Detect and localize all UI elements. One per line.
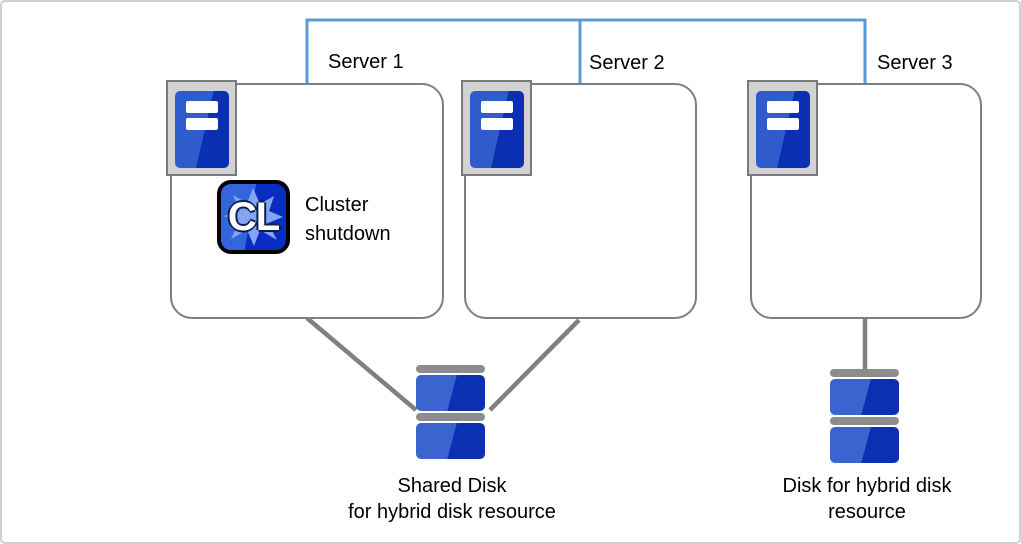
shared-disk-label-line2: for hybrid disk resource xyxy=(348,501,556,523)
server-drive-bay-icon xyxy=(481,118,513,130)
server2-disk-link xyxy=(488,318,581,412)
disk-cap-icon xyxy=(830,417,899,425)
disk-platter-icon xyxy=(830,379,899,415)
hybrid-disk-icon xyxy=(830,369,899,465)
shared-disk-label: Shared Disk for hybrid disk resource xyxy=(322,473,582,525)
disk-platter-icon xyxy=(416,423,485,459)
hybrid-disk-label: Disk for hybrid disk resource xyxy=(747,473,987,525)
server2-icon xyxy=(461,80,532,176)
cluster-status-line2: shutdown xyxy=(305,223,391,245)
server-tower-icon xyxy=(175,91,229,168)
disk-platter-icon xyxy=(416,375,485,411)
interconnect-line xyxy=(305,18,867,84)
server-drive-bay-icon xyxy=(767,101,799,113)
server-drive-bay-icon xyxy=(481,101,513,113)
hybrid-disk-label-line2: resource xyxy=(828,501,906,523)
disk-cap-icon xyxy=(830,369,899,377)
disk-cap-icon xyxy=(416,413,485,421)
server1-icon xyxy=(166,80,237,176)
disk-cap-icon xyxy=(416,365,485,373)
server2-box xyxy=(464,83,697,319)
server1-disk-link xyxy=(305,316,418,412)
cluster-status-line1: Cluster xyxy=(305,194,369,216)
cluster-status-text: Cluster shutdown xyxy=(305,191,391,249)
shared-disk-label-line1: Shared Disk xyxy=(397,475,507,497)
server3-icon xyxy=(747,80,818,176)
server2-label: Server 2 xyxy=(589,52,665,74)
shared-disk-icon xyxy=(416,365,485,461)
server-tower-icon xyxy=(756,91,810,168)
server3-label: Server 3 xyxy=(877,52,953,74)
cluster-splat-icon xyxy=(224,188,283,246)
server-drive-bay-icon xyxy=(186,101,218,113)
cl-badge-letters: CL xyxy=(227,194,280,239)
server-drive-bay-icon xyxy=(767,118,799,130)
hybrid-disk-label-line1: Disk for hybrid disk xyxy=(782,475,952,497)
server1-label: Server 1 xyxy=(328,51,404,73)
server-tower-icon xyxy=(470,91,524,168)
expresscluster-badge-icon: CL xyxy=(217,180,290,254)
disk-platter-icon xyxy=(830,427,899,463)
server-drive-bay-icon xyxy=(186,118,218,130)
